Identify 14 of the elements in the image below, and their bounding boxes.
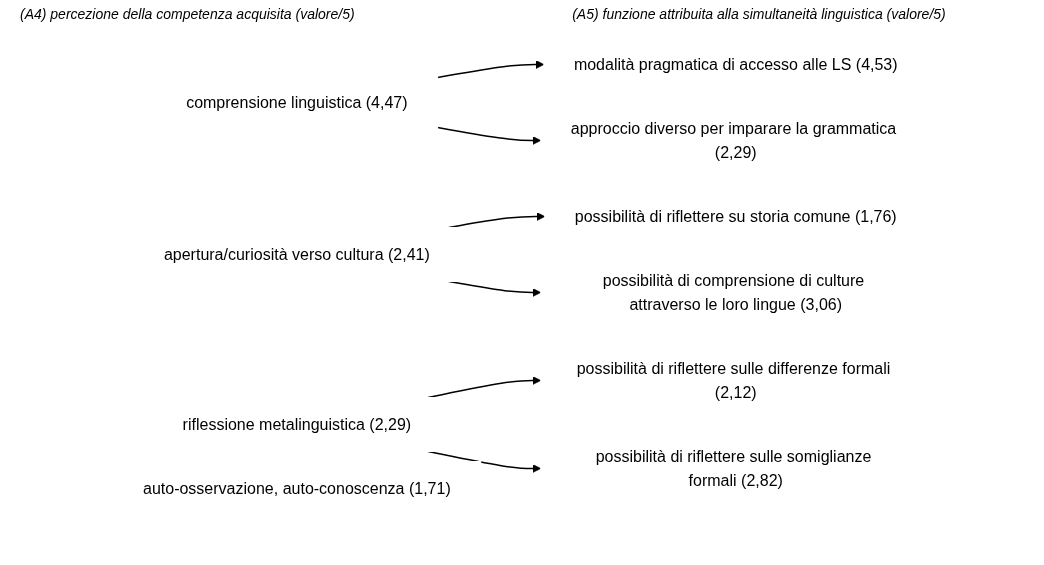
arrow [436, 126, 542, 145]
node-text: possibilità di riflettere sulle differenze formali (2,12) [576, 359, 891, 401]
arrow [436, 60, 545, 79]
node-text: approccio diverso per imparare la grammatica (2,29) [570, 119, 897, 161]
column-header: (A5) funzione attribuita alla simultaneità linguistica (valore/5) [572, 6, 947, 22]
column-header: (A4) percezione della competenza acquisita (valore/5) [20, 6, 356, 22]
node-text: auto-osservazione, auto-conoscenza (1,71) [143, 479, 451, 497]
node-text: possibilità di riflettere su storia comune (1,76) [574, 207, 897, 225]
node-text: apertura/curiosità verso cultura (2,41) [164, 245, 430, 263]
node-text: possibilità di comprensione di culture attraverso le loro lingue (3,06) [602, 271, 865, 313]
node-text: modalità pragmatica di accesso alle LS (4,53) [574, 55, 898, 73]
node-text: riflessione metalinguistica (2,29) [182, 415, 412, 433]
node-text: possibilità di riflettere sulle somiglianze formali (2,82) [595, 447, 872, 489]
node-text: comprensione linguistica (4,47) [186, 93, 408, 111]
